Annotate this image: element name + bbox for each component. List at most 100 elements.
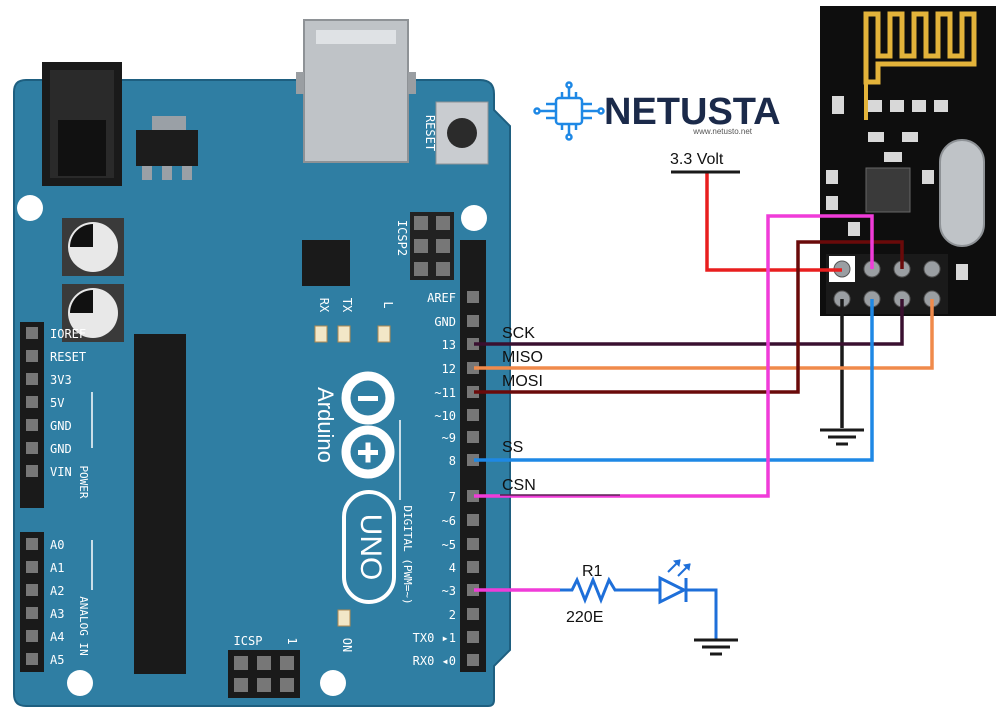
analog-pin-label: A4 xyxy=(50,630,64,644)
wires xyxy=(474,170,934,592)
power-pin-label: IOREF xyxy=(50,327,86,341)
digital-pin xyxy=(467,654,479,666)
arduino-board: RESET xyxy=(13,19,511,707)
power-pin xyxy=(26,373,38,385)
icsp-header: ICSP 1 xyxy=(228,634,300,698)
digital-pin-label: ~9 xyxy=(442,431,456,445)
digital-pin-label: ~3 xyxy=(442,584,456,598)
digital-pin-label: ~10 xyxy=(434,409,456,423)
digital-pin-label: AREF xyxy=(427,291,456,305)
digital-pin-label: 4 xyxy=(449,561,456,575)
nrf24l01-module xyxy=(820,6,996,316)
analog-pin-label: A3 xyxy=(50,607,64,621)
wire-sck xyxy=(474,299,904,346)
wire-labels: SCK MISO MOSI SS CSN 3.3 Volt xyxy=(500,151,724,496)
wire-ss xyxy=(474,299,874,462)
led-tx-label: TX xyxy=(340,298,354,313)
digital-pin-label: ~6 xyxy=(442,514,456,528)
mount-hole xyxy=(17,195,43,221)
digital-pin xyxy=(467,631,479,643)
power-pin-label: 5V xyxy=(50,396,64,410)
label-ss: SS xyxy=(502,439,523,456)
analog-pin xyxy=(26,653,38,665)
digital-pin-label: ~11 xyxy=(434,386,456,400)
label-mosi: MOSI xyxy=(502,373,543,390)
power-pin-label: RESET xyxy=(50,350,86,364)
model-label: UNO xyxy=(354,514,387,581)
arduino-logo: Arduino UNO xyxy=(313,371,396,604)
analog-pin xyxy=(26,538,38,550)
analog-pin xyxy=(26,630,38,642)
digital-pin-label: RX0 ◂0 xyxy=(413,654,456,668)
logo-url: www.netusto.net xyxy=(692,127,752,136)
digital-pin-label: 7 xyxy=(449,490,456,504)
digital-pin xyxy=(467,454,479,466)
led-rx-label: RX xyxy=(317,298,331,313)
power-pin-label: 3V3 xyxy=(50,373,72,387)
label-3v3: 3.3 Volt xyxy=(670,151,724,168)
digital-pin xyxy=(467,608,479,620)
power-pin xyxy=(26,442,38,454)
analog-section-label: ANALOG IN xyxy=(77,596,90,656)
analog-pin xyxy=(26,561,38,573)
crystal xyxy=(939,139,985,247)
label-sck: SCK xyxy=(502,325,535,342)
usb-connector xyxy=(296,19,416,163)
voltage-regulator xyxy=(136,116,198,180)
mount-hole xyxy=(461,205,487,231)
chip-icon xyxy=(533,81,605,141)
analog-pin xyxy=(26,607,38,619)
power-section-label: POWER xyxy=(77,465,90,498)
digital-pin-label: 2 xyxy=(449,608,456,622)
digital-pin xyxy=(467,431,479,443)
label-csn: CSN xyxy=(502,477,536,494)
reset-button: RESET xyxy=(423,101,489,165)
led-circuit: R1 220E xyxy=(560,559,738,656)
led-symbol xyxy=(658,559,718,640)
resistor-value: 220E xyxy=(566,609,603,626)
analog-pin xyxy=(26,584,38,596)
status-leds: RX TX L ON xyxy=(314,298,395,652)
digital-pin xyxy=(467,584,479,596)
digital-pin xyxy=(467,338,479,350)
digital-pin-label: ~5 xyxy=(442,538,456,552)
icsp2-header: ICSP2 xyxy=(395,212,454,280)
digital-pin-label: 8 xyxy=(449,454,456,468)
digital-pin xyxy=(467,291,479,303)
digital-pin xyxy=(467,561,479,573)
mount-hole xyxy=(320,670,346,696)
label-miso: MISO xyxy=(502,349,543,366)
brand-label: Arduino xyxy=(313,387,338,463)
power-pin xyxy=(26,396,38,408)
rf-chip xyxy=(865,167,911,213)
power-pin xyxy=(26,419,38,431)
netusta-logo: NETUSTA www.netusto.net xyxy=(533,81,781,141)
digital-pin xyxy=(467,514,479,526)
icsp-pin1-label: 1 xyxy=(285,637,299,644)
digital-pin xyxy=(467,490,479,502)
digital-section-label: DIGITAL (PWM=~) xyxy=(401,505,414,604)
digital-pin-label: 12 xyxy=(442,362,456,376)
analog-pin-label: A1 xyxy=(50,561,64,575)
digital-pin-label: TX0 ▸1 xyxy=(413,631,456,645)
icsp-label: ICSP xyxy=(234,634,263,648)
power-pin xyxy=(26,350,38,362)
wire-mosi xyxy=(474,240,904,394)
power-pin-label: GND xyxy=(50,419,72,433)
capacitor xyxy=(62,218,124,276)
ground-symbol xyxy=(694,638,738,656)
ground-symbol xyxy=(820,428,864,446)
led-on-label: ON xyxy=(340,638,354,652)
logo-name: NETUSTA xyxy=(604,91,781,133)
resistor-label: R1 xyxy=(582,563,603,580)
digital-pin-label: 13 xyxy=(442,338,456,352)
analog-pin-label: A0 xyxy=(50,538,64,552)
wire-miso xyxy=(474,299,934,370)
antenna xyxy=(863,11,977,85)
digital-pin-label: GND xyxy=(434,315,456,329)
mount-hole xyxy=(67,670,93,696)
capacitor xyxy=(62,284,124,342)
